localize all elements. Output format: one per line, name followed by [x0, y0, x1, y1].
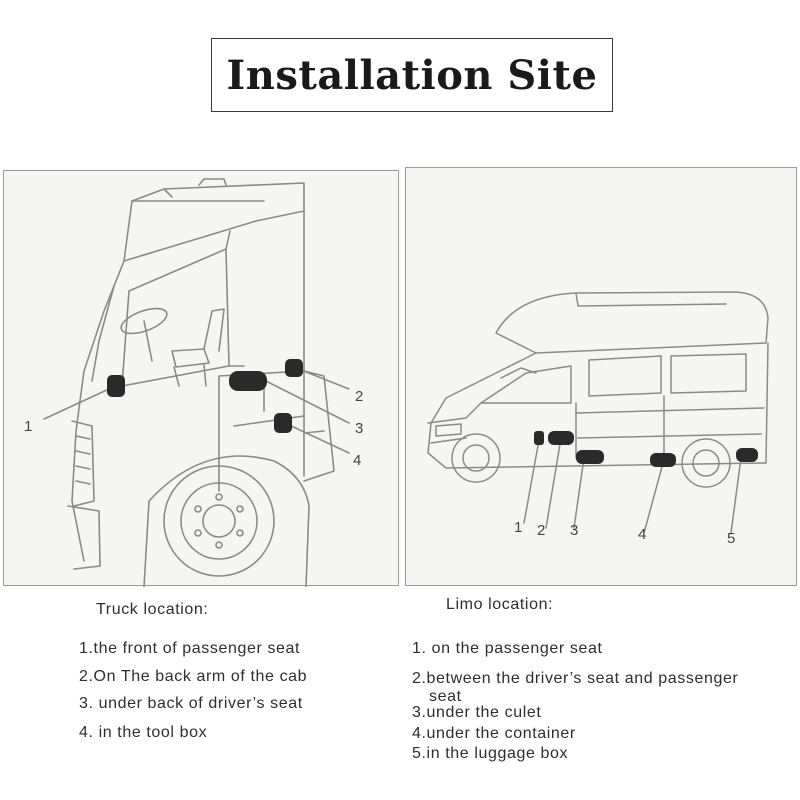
limo-van-illustration: 1 2 3 4 5: [427, 291, 769, 547]
title-box: Installation Site: [211, 38, 613, 112]
truck-location-1: 1.the front of passenger seat: [79, 640, 301, 657]
limo-location-5: 5.in the luggage box: [412, 745, 569, 762]
limo-callout-3: 3: [570, 522, 578, 539]
truck-callout-4: 4: [353, 452, 361, 469]
truck-callout-3: 3: [355, 420, 363, 437]
limo-caption: Limo location:: [446, 596, 554, 613]
truck-callout-2: 2: [355, 388, 363, 405]
truck-diagram-panel: 1 2 3 4: [3, 170, 399, 587]
truck-heater-markers: [107, 359, 303, 433]
limo-heater-5: [736, 448, 758, 462]
limo-location-2-cont: seat: [429, 688, 462, 705]
truck-heater-4: [274, 413, 292, 433]
truck-heater-3: [229, 371, 267, 391]
limo-heater-1: [534, 431, 544, 445]
limo-callout-2: 2: [537, 522, 545, 539]
limo-location-3: 3.under the culet: [412, 704, 542, 721]
limo-callout-5: 5: [727, 530, 735, 547]
limo-callout-1: 1: [514, 519, 522, 536]
truck-callout-1: 1: [24, 418, 32, 435]
truck-location-4: 4. in the tool box: [79, 724, 208, 741]
truck-heater-1: [107, 375, 125, 397]
limo-heater-2: [548, 431, 574, 445]
limo-location-1: 1. on the passenger seat: [412, 640, 603, 657]
limo-heater-markers: [534, 431, 758, 467]
limo-heater-3: [576, 450, 604, 464]
limo-heater-4: [650, 453, 676, 467]
limo-diagram-panel: 1 2 3 4 5: [405, 167, 797, 586]
limo-location-4: 4.under the container: [412, 725, 576, 742]
truck-location-2: 2.On The back arm of the cab: [79, 668, 308, 685]
truck-location-3: 3. under back of driver’s seat: [79, 695, 303, 712]
truck-cab-illustration: 1 2 3 4: [24, 178, 363, 587]
truck-heater-2: [285, 359, 303, 377]
limo-callout-4: 4: [638, 526, 646, 543]
limo-location-2: 2.between the driver’s seat and passenge…: [412, 670, 739, 687]
truck-caption: Truck location:: [96, 601, 209, 618]
page-title: Installation Site: [226, 51, 598, 99]
